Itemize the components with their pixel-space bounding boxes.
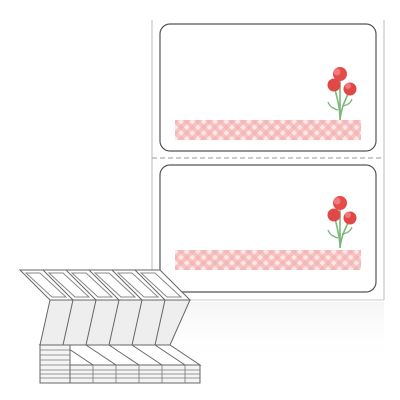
sheet-reflection — [152, 302, 384, 362]
carnation-bouquet-icon — [327, 196, 357, 249]
gingham-band — [175, 120, 361, 140]
backing-sheet — [151, 20, 385, 362]
carnation-bouquet-icon — [327, 67, 357, 121]
sheet-label-2 — [159, 164, 377, 293]
sheet-label-1 — [159, 23, 377, 152]
gingham-band — [175, 250, 361, 270]
fanfold-stack-icon — [18, 269, 202, 384]
